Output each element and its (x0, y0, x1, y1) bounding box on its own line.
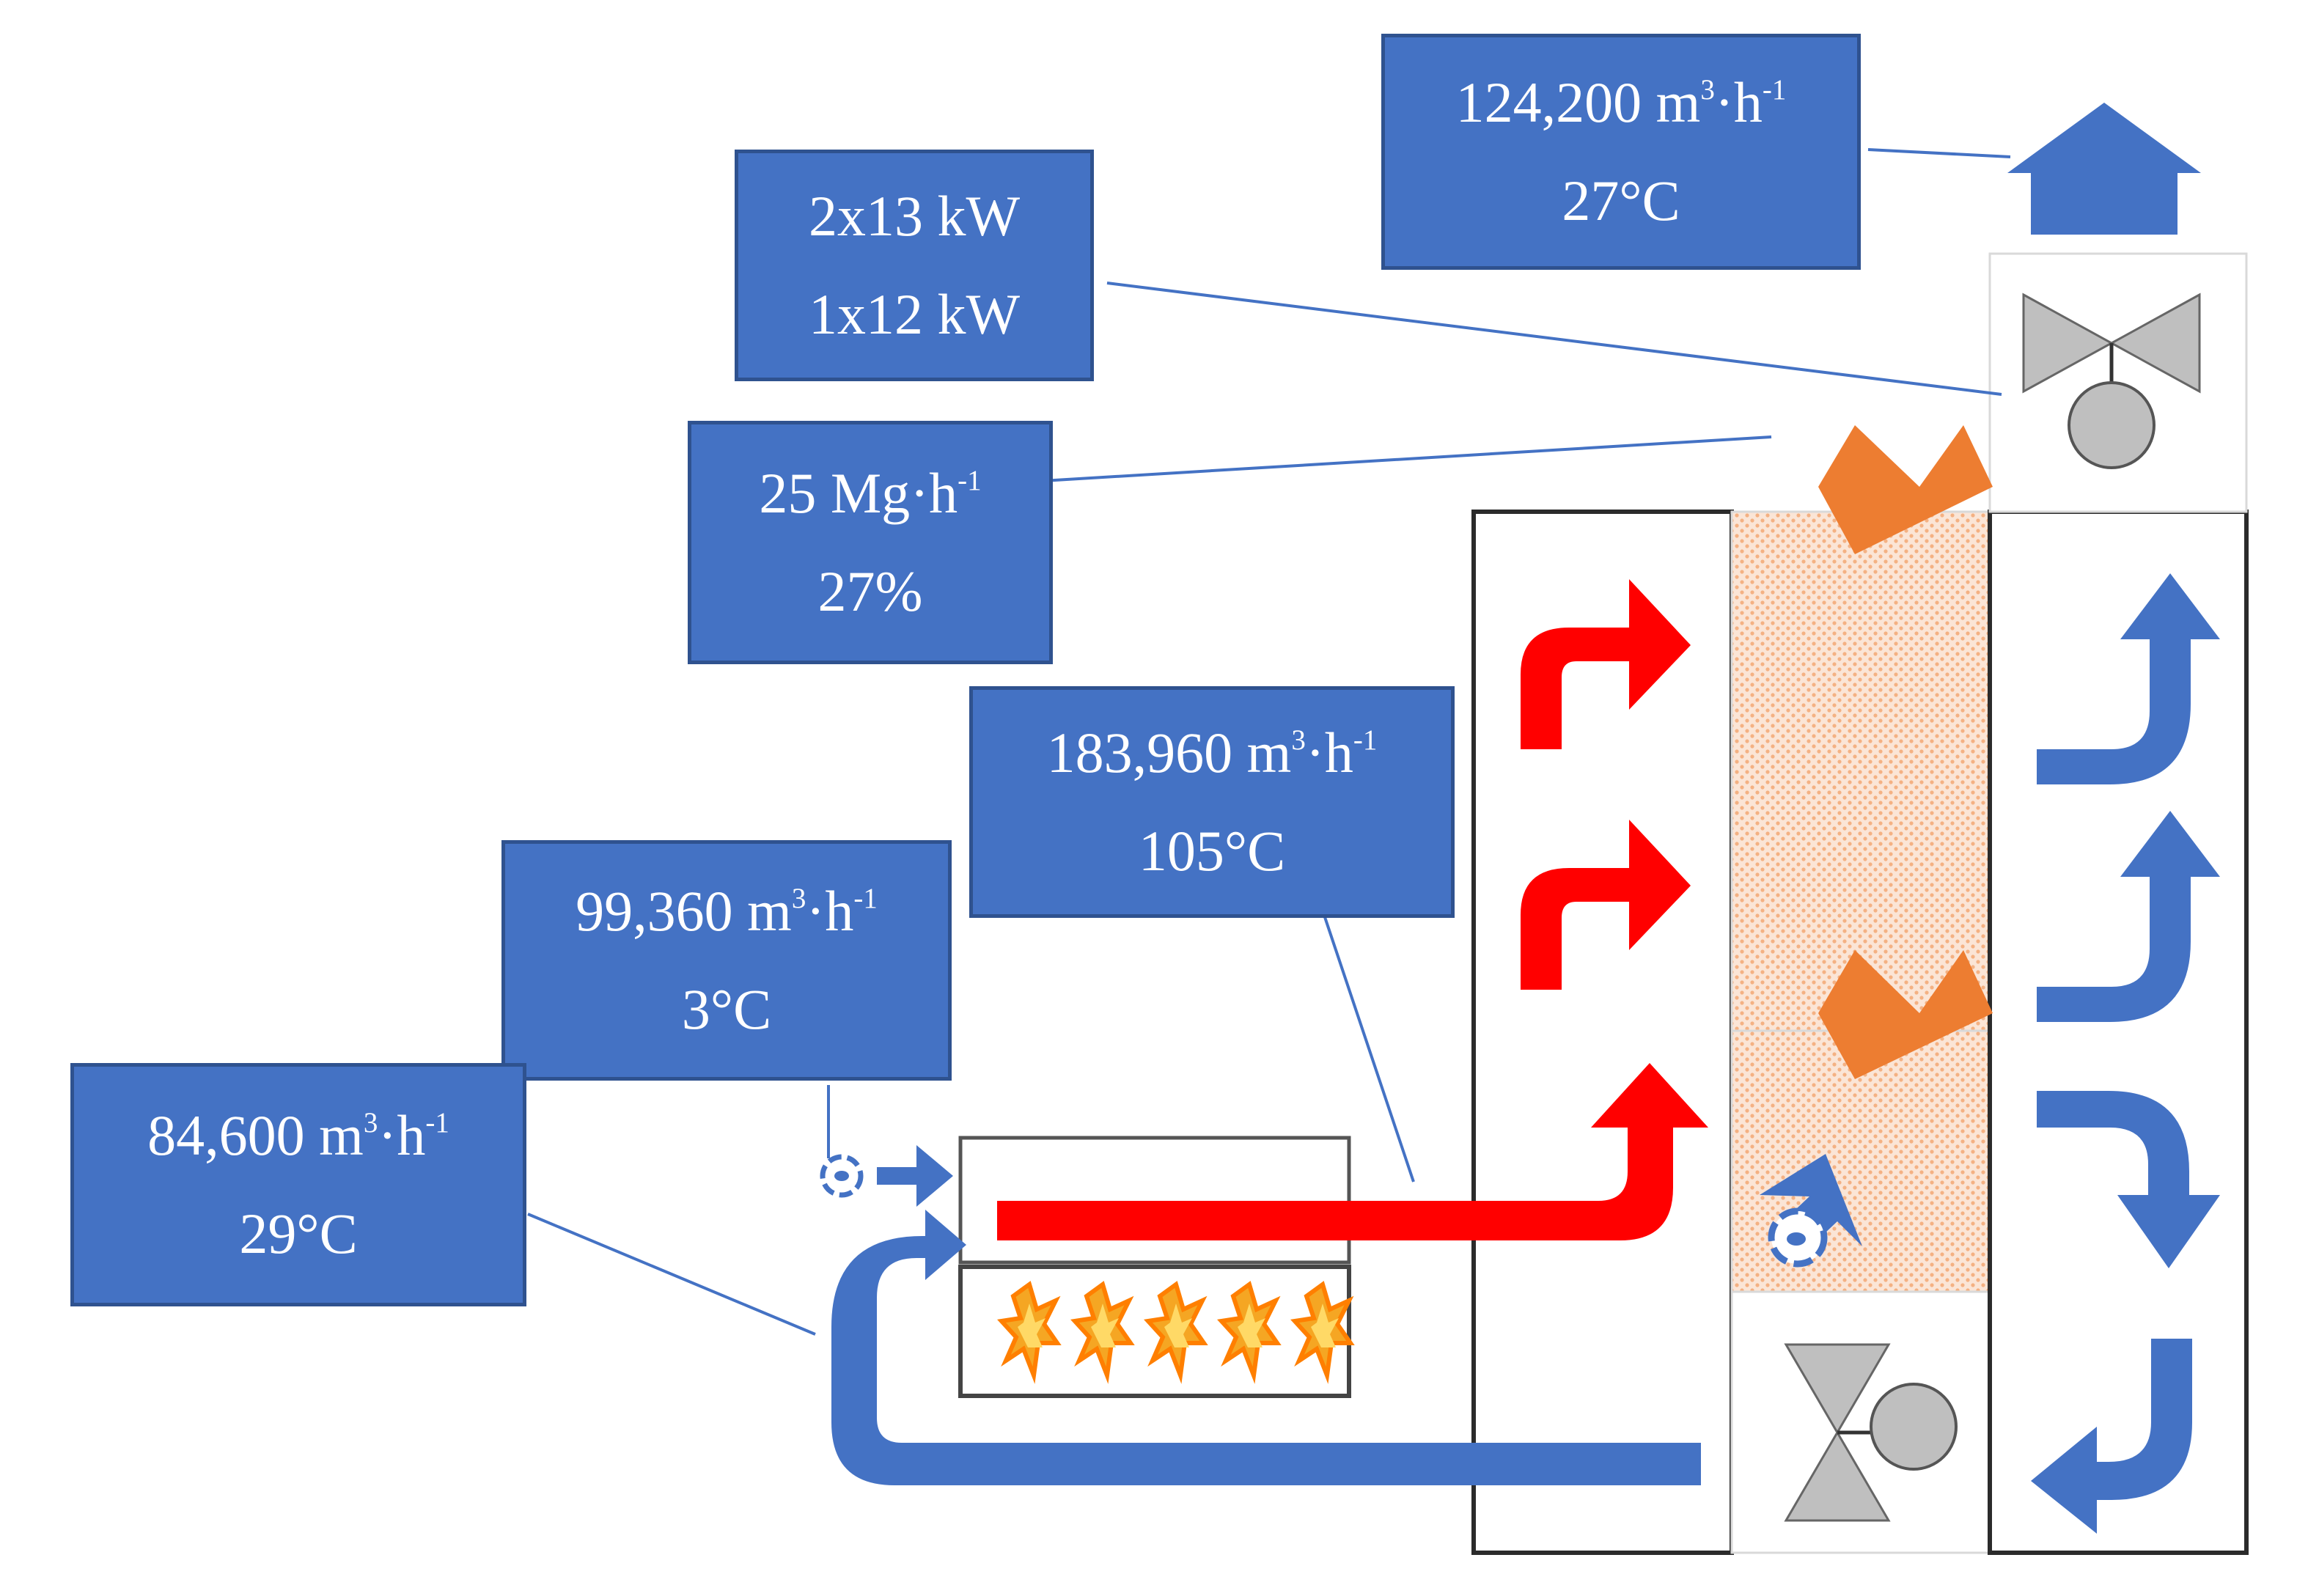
exhaust-arrow-icon (2007, 103, 2201, 235)
material-feed-label: 25 Mg·h-1 27% (688, 421, 1053, 664)
recirculation-flow-label: 84,600 m3·h-1 29°C (70, 1063, 526, 1306)
recirculation-arrow-icon (831, 1210, 1701, 1485)
material-moisture: 27% (817, 559, 923, 623)
fan-power-line1: 2x13 kW (808, 183, 1021, 248)
fan-icon (820, 1154, 864, 1198)
hot-air-temperature: 105°C (1138, 819, 1286, 883)
exhaust-flow-value: 124,200 (1455, 70, 1642, 134)
heat-exchanger-upper (958, 1136, 1351, 1265)
exhaust-temperature: 27°C (1562, 169, 1680, 232)
cool-air-arrows (2031, 573, 2220, 1534)
hot-air-plenum (1471, 510, 1734, 1555)
fresh-air-temperature: 3°C (681, 977, 772, 1041)
material-flow-arrow-icon (1818, 950, 1993, 1079)
recirculation-temperature: 29°C (239, 1202, 358, 1265)
hot-air-flow-label: 183,960 m3·h-1 105°C (969, 686, 1455, 918)
burner-flame-icon (997, 1281, 1350, 1384)
exhaust-flow-label: 124,200 m3·h-1 27°C (1381, 34, 1861, 270)
grain-column (1730, 510, 1991, 1293)
leader-lines (527, 148, 2011, 1336)
hot-air-arrows (997, 579, 1708, 1240)
discharge-valve-icon (1784, 1343, 1958, 1522)
fan-power-label: 2x13 kW 1x12 kW (735, 150, 1094, 381)
fresh-air-arrow-icon (877, 1145, 953, 1207)
damper-valve-icon (2022, 293, 2201, 469)
exhaust-plenum (1988, 510, 2249, 1555)
grain-fan-icon (1760, 1154, 1862, 1268)
fan-power-line2: 1x12 kW (808, 282, 1021, 346)
material-feed-arrow-icon (1818, 425, 1993, 554)
fresh-air-flow-label: 99,360 m3·h-1 3°C (501, 840, 952, 1081)
